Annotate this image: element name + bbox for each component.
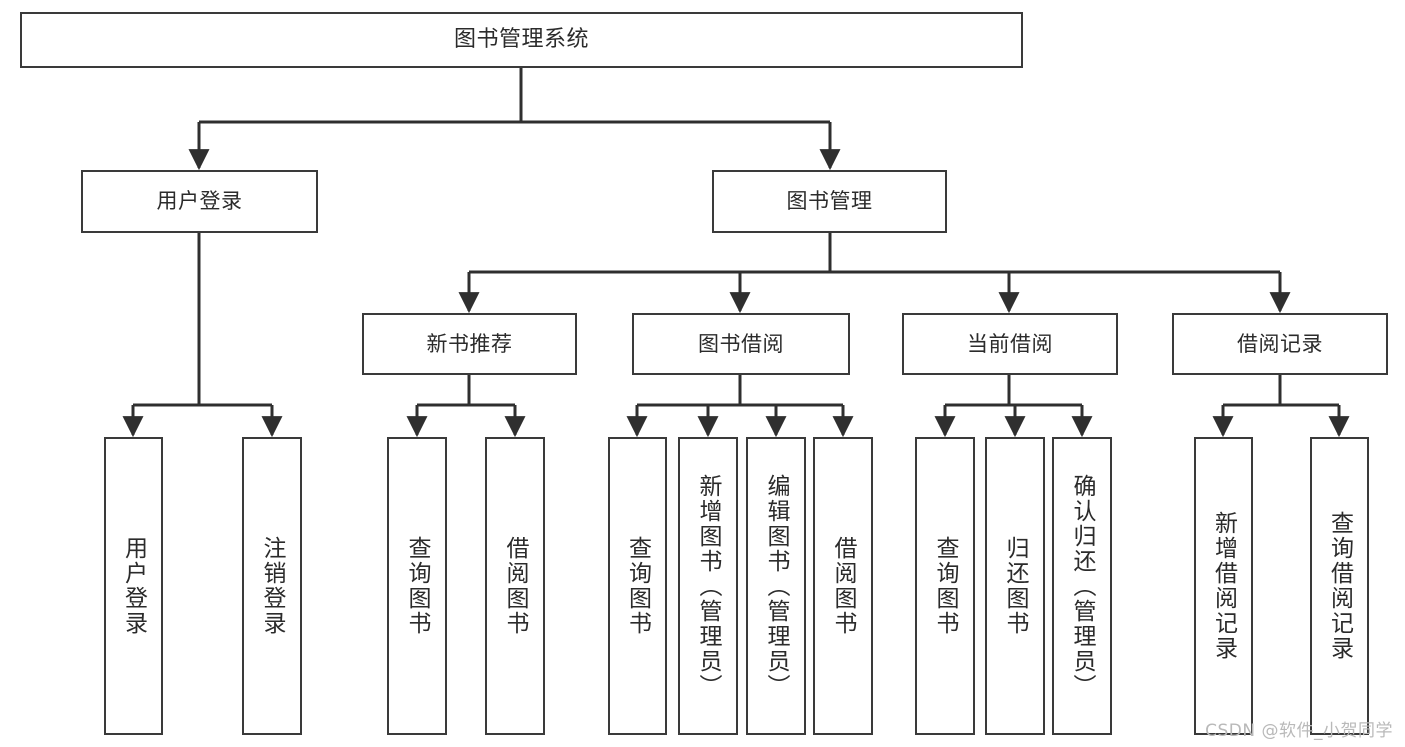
node-new-book-recommend[interactable]: 新书推荐 <box>362 313 577 375</box>
node-leaf-edit-book-label: 编辑图书（管理员） <box>763 473 790 699</box>
node-leaf-add-book[interactable]: 新增图书（管理员） <box>678 437 738 735</box>
node-leaf-query-book-1[interactable]: 查询图书 <box>387 437 447 735</box>
node-root-label: 图书管理系统 <box>453 27 589 53</box>
node-user-login-label: 用户登录 <box>156 189 243 214</box>
node-borrow-record-label: 借阅记录 <box>1237 331 1323 356</box>
node-current-borrow-label: 当前借阅 <box>967 331 1053 356</box>
node-borrow-record[interactable]: 借阅记录 <box>1172 313 1388 375</box>
node-leaf-return-book[interactable]: 归还图书 <box>985 437 1045 735</box>
node-leaf-query-book-3-label: 查询图书 <box>932 536 959 636</box>
node-leaf-query-borrow-record[interactable]: 查询借阅记录 <box>1310 437 1369 735</box>
node-leaf-query-book-1-label: 查询图书 <box>404 536 431 636</box>
node-leaf-user-login[interactable]: 用户登录 <box>104 437 163 735</box>
node-leaf-query-borrow-record-label: 查询借阅记录 <box>1326 511 1353 661</box>
node-root[interactable]: 图书管理系统 <box>20 12 1023 68</box>
node-leaf-confirm-return-label: 确认归还（管理员） <box>1069 473 1096 699</box>
node-leaf-add-borrow-record-label: 新增借阅记录 <box>1210 511 1237 661</box>
node-leaf-query-book-2-label: 查询图书 <box>624 536 651 636</box>
node-book-borrow-label: 图书借阅 <box>698 331 784 356</box>
node-current-borrow[interactable]: 当前借阅 <box>902 313 1118 375</box>
node-book-borrow[interactable]: 图书借阅 <box>632 313 850 375</box>
node-leaf-edit-book[interactable]: 编辑图书（管理员） <box>746 437 806 735</box>
node-leaf-add-borrow-record[interactable]: 新增借阅记录 <box>1194 437 1253 735</box>
node-book-management-label: 图书管理 <box>786 189 873 214</box>
node-leaf-borrow-book-1-label: 借阅图书 <box>502 536 529 636</box>
node-leaf-query-book-3[interactable]: 查询图书 <box>915 437 975 735</box>
node-user-login[interactable]: 用户登录 <box>81 170 318 233</box>
node-leaf-logout-label: 注销登录 <box>259 536 286 636</box>
node-book-management[interactable]: 图书管理 <box>712 170 947 233</box>
node-leaf-logout[interactable]: 注销登录 <box>242 437 302 735</box>
node-leaf-borrow-book-2-label: 借阅图书 <box>830 536 857 636</box>
node-leaf-return-book-label: 归还图书 <box>1002 536 1029 636</box>
node-leaf-borrow-book-2[interactable]: 借阅图书 <box>813 437 873 735</box>
node-leaf-query-book-2[interactable]: 查询图书 <box>608 437 667 735</box>
node-leaf-borrow-book-1[interactable]: 借阅图书 <box>485 437 545 735</box>
node-new-book-recommend-label: 新书推荐 <box>426 331 513 356</box>
node-leaf-user-login-label: 用户登录 <box>120 536 147 636</box>
node-leaf-confirm-return[interactable]: 确认归还（管理员） <box>1052 437 1112 735</box>
node-leaf-add-book-label: 新增图书（管理员） <box>695 473 722 699</box>
